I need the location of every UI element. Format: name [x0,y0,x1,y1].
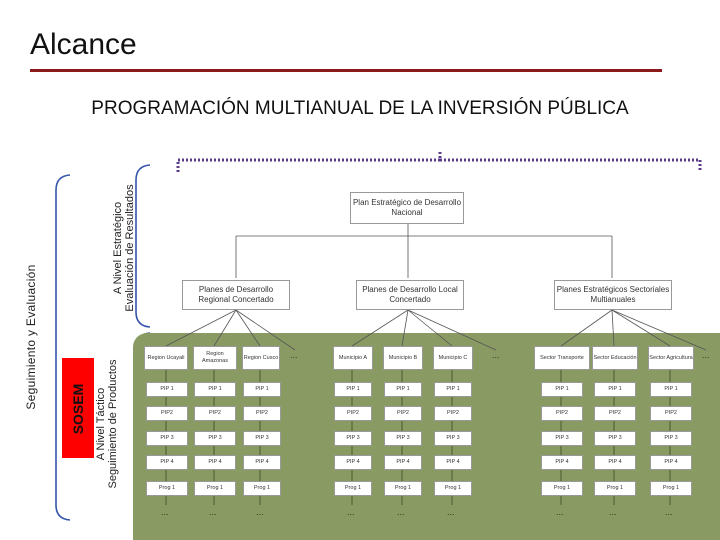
planes-regionales-box: Planes de Desarrollo Regional Concertado [182,280,290,310]
project-cell: PIP 1 [434,382,472,397]
project-cell: PIP 4 [146,455,188,470]
project-cell: PIP 3 [434,431,472,446]
project-cell: PIP 3 [594,431,636,446]
region-ellipsis: ... [290,350,298,360]
project-cell: PIP 3 [650,431,692,446]
column-ellipsis: ... [447,507,455,517]
municipio-b-box: Municipio B [383,346,423,370]
project-cell: PIP 3 [243,431,281,446]
project-cell: PIP 1 [194,382,236,397]
sosem-badge [62,358,94,458]
column-ellipsis: ... [347,507,355,517]
project-cell: PIP2 [243,406,281,421]
project-cell: PIP 4 [243,455,281,470]
sector-transporte-box: Sector Transporte [534,346,590,370]
sector-educacion-box: Sector Educación [592,346,638,370]
sector-ellipsis: ... [702,350,710,360]
project-cell: PIP 3 [194,431,236,446]
project-cell: PIP 4 [594,455,636,470]
project-cell: Prog 1 [384,481,422,496]
project-cell: PIP 3 [384,431,422,446]
project-cell: PIP2 [194,406,236,421]
project-cell: PIP2 [146,406,188,421]
project-cell: PIP 4 [384,455,422,470]
project-cell: PIP 1 [650,382,692,397]
project-cell: PIP2 [384,406,422,421]
project-cell: PIP2 [334,406,372,421]
page-title: Alcance [30,28,137,61]
project-cell: Prog 1 [594,481,636,496]
project-cell: Prog 1 [194,481,236,496]
project-cell: PIP 1 [146,382,188,397]
project-cell: PIP2 [650,406,692,421]
project-cell: PIP 1 [384,382,422,397]
column-ellipsis: ... [256,507,264,517]
municipio-a-box: Municipio A [333,346,373,370]
plan-nacional-box: Plan Estratégico de Desarrollo Nacional [350,192,464,224]
project-cell: PIP 1 [541,382,583,397]
project-cell: PIP 4 [650,455,692,470]
municipio-c-box: Municipio C [433,346,473,370]
project-cell: Prog 1 [434,481,472,496]
project-cell: PIP 3 [146,431,188,446]
project-cell: PIP 4 [334,455,372,470]
column-ellipsis: ... [556,507,564,517]
project-cell: PIP 4 [541,455,583,470]
region-cusco-box: Region Cusco [242,346,280,370]
project-cell: PIP 3 [334,431,372,446]
sector-agricultura-box: Sector Agricultura [648,346,694,370]
column-ellipsis: ... [609,507,617,517]
project-cell: Prog 1 [541,481,583,496]
region-amazonas-box: Region Amazonas [193,346,237,370]
column-ellipsis: ... [665,507,673,517]
project-cell: Prog 1 [146,481,188,496]
project-cell: Prog 1 [334,481,372,496]
column-ellipsis: ... [161,507,169,517]
project-cell: Prog 1 [650,481,692,496]
project-cell: PIP2 [434,406,472,421]
project-cell: PIP 1 [334,382,372,397]
page-subtitle: PROGRAMACIÓN MULTIANUAL DE LA INVERSIÓN … [91,98,629,119]
project-cell: PIP 1 [243,382,281,397]
municipio-ellipsis: ... [492,350,500,360]
column-ellipsis: ... [209,507,217,517]
planes-sectoriales-box: Planes Estratégicos Sectoriales Multianu… [554,280,672,310]
project-cell: PIP2 [541,406,583,421]
project-cell: PIP 4 [434,455,472,470]
region-ucayali-box: Region Ucayali [144,346,188,370]
column-ellipsis: ... [397,507,405,517]
project-cell: PIP 3 [541,431,583,446]
project-cell: Prog 1 [243,481,281,496]
project-cell: PIP 1 [594,382,636,397]
planes-locales-box: Planes de Desarrollo Local Concertado [356,280,464,310]
title-underline [30,69,662,72]
project-cell: PIP 4 [194,455,236,470]
project-cell: PIP2 [594,406,636,421]
